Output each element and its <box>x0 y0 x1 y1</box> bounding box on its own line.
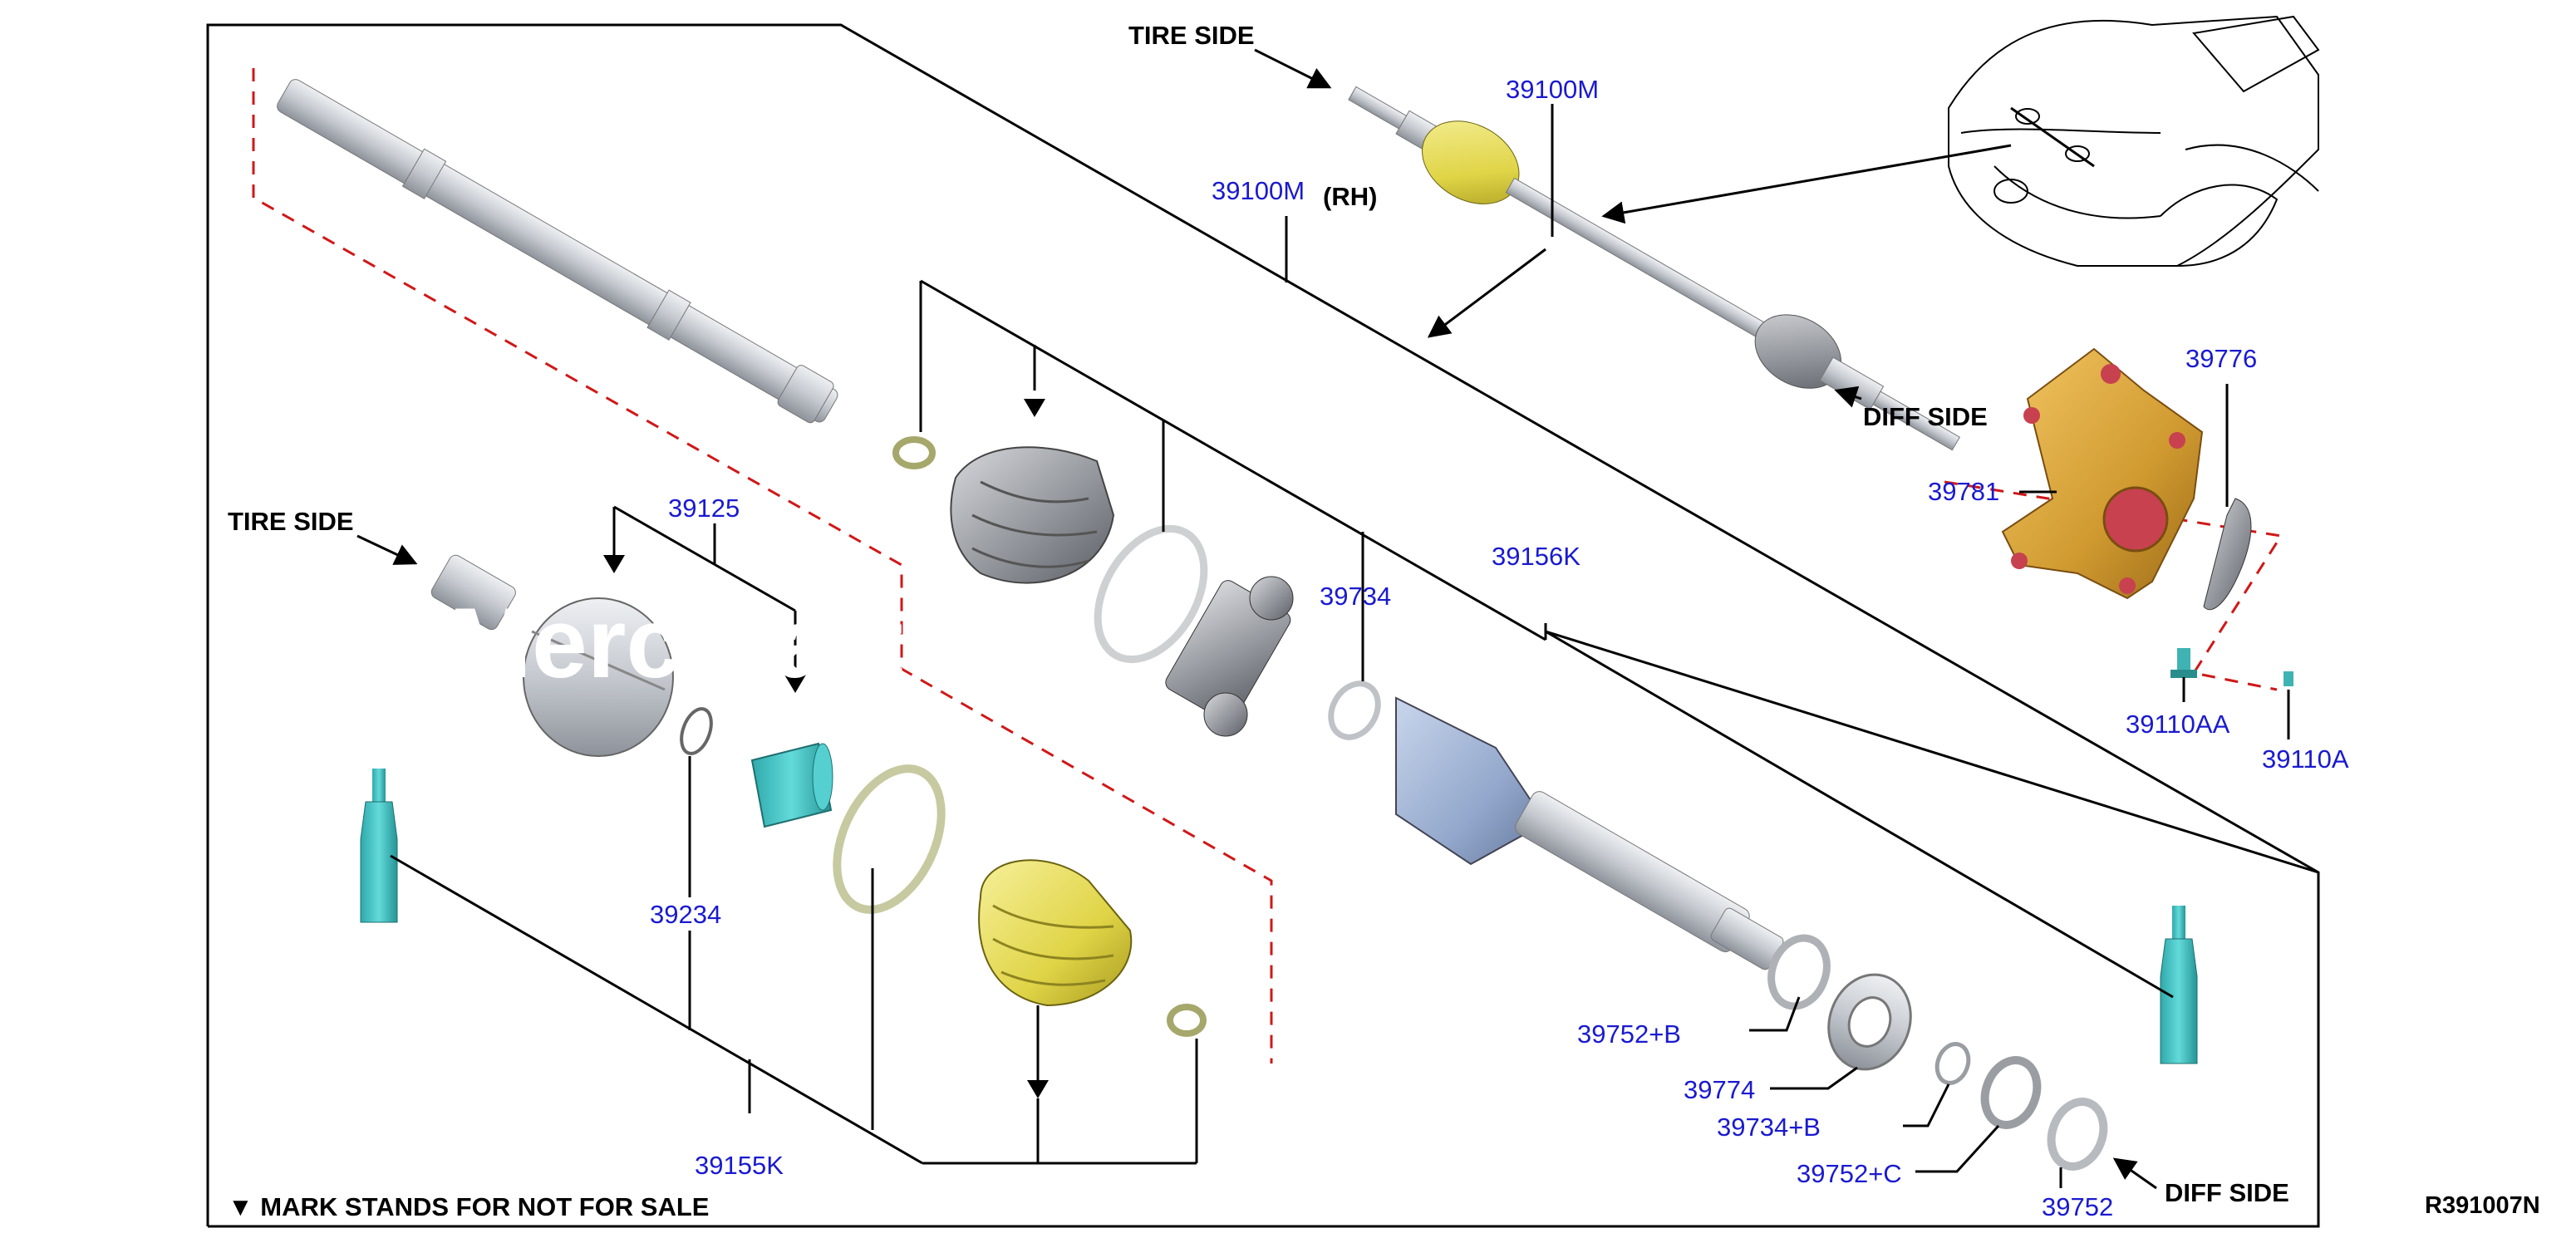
knuckle-39781 <box>2001 347 2204 600</box>
outer-joint-39125 <box>430 554 674 757</box>
tire-side-label-left: TIRE SIDE <box>228 507 354 536</box>
part-label-39752-B: 39752+B <box>1577 1019 1681 1049</box>
not-for-sale-note: ▼ MARK STANDS FOR NOT FOR SALE <box>228 1192 709 1221</box>
bracket-39776 <box>2203 498 2252 611</box>
footer: ▼ MARK STANDS FOR NOT FOR SALE R391007N <box>228 1192 2540 1221</box>
bearing-39774 <box>1827 973 1912 1071</box>
rh-suffix: (RH) <box>1323 182 1377 211</box>
tire-side-label-top: TIRE SIDE <box>1128 21 1255 50</box>
boot-clamp-small-top <box>892 436 936 469</box>
circlip-39234 <box>680 707 713 755</box>
outer-boot-yellow <box>978 859 1133 1007</box>
intermediate-shaft <box>277 79 838 424</box>
seal-39752-C <box>1980 1056 2042 1129</box>
part-label-39752: 39752 <box>2042 1192 2113 1221</box>
part-label-39734: 39734 <box>1320 582 1391 611</box>
part-label-39781: 39781 <box>1928 477 1999 506</box>
driveshaft-assembly-39100M <box>1348 86 1961 451</box>
part-label-39110A: 39110A <box>2262 744 2349 774</box>
side-labels: TIRE SIDE DIFF SIDE TIRE SIDE DIFF SIDE <box>228 21 2289 1207</box>
inner-joint-housing <box>1395 696 1784 970</box>
diff-side-label-top: DIFF SIDE <box>1863 402 1988 431</box>
dashed-region-outline <box>252 68 2283 1064</box>
part-label-39776: 39776 <box>2185 344 2257 373</box>
boot-band-large <box>1094 524 1208 664</box>
boot-clamp-small-bottom <box>1167 1004 1207 1037</box>
part-label-39156K: 39156K <box>1492 542 1581 571</box>
part-label-39234: 39234 <box>650 900 721 929</box>
part-label-39125: 39125 <box>668 494 740 523</box>
part-label-39752-C: 39752+C <box>1797 1159 1902 1188</box>
bolt-39110AA <box>2170 648 2197 678</box>
vehicle-silhouette <box>1948 15 2320 267</box>
bolt-39110A <box>2283 671 2293 686</box>
leader-lines <box>356 48 2319 1190</box>
boot-band-outer <box>833 764 946 914</box>
grease-cap-teal <box>750 742 833 828</box>
washer-39752-B <box>1767 934 1831 1010</box>
snap-ring-39734-B <box>1934 1042 1971 1085</box>
grease-tube-right <box>2160 906 2198 1064</box>
inner-boot-grey <box>950 446 1115 584</box>
diagram-code: R391007N <box>2425 1192 2540 1219</box>
tripod-joint <box>1165 576 1294 737</box>
part-label-39774: 39774 <box>1684 1075 1755 1104</box>
watermark-text: Merc Parts <box>449 587 959 699</box>
frame-lines <box>206 23 2320 1228</box>
part-label-39110AA: 39110AA <box>2126 710 2230 739</box>
part-label-39100M-rh: 39100M <box>1212 176 1305 205</box>
part-label-39155K: 39155K <box>695 1151 784 1180</box>
part-label-39100M: 39100M <box>1506 75 1599 104</box>
snap-ring-39734 <box>1328 680 1381 740</box>
seal-39752 <box>2047 1098 2108 1171</box>
diff-side-label-bottom: DIFF SIDE <box>2165 1178 2289 1207</box>
part-number-labels: 39100M 39100M (RH) 39776 39781 39110AA 3… <box>650 75 2349 1221</box>
part-label-39734-B: 39734+B <box>1717 1113 1821 1142</box>
grease-tube-left <box>360 769 398 923</box>
